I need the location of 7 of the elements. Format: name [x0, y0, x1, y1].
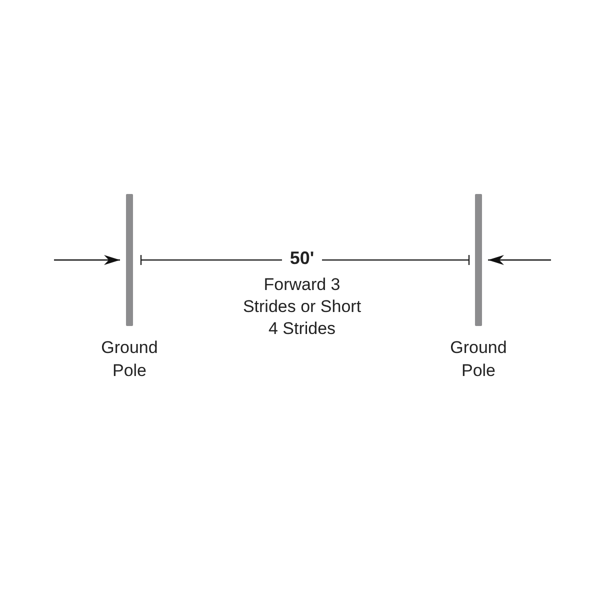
arrow	[54, 255, 120, 265]
ground-pole	[475, 194, 482, 326]
pole-label: Ground Pole	[100, 337, 159, 382]
ground-pole	[126, 194, 133, 326]
pole-label: Ground Pole	[449, 337, 508, 382]
distance-note: Forward 3 Strides or Short 4 Strides	[242, 274, 362, 340]
arrow	[488, 255, 551, 265]
